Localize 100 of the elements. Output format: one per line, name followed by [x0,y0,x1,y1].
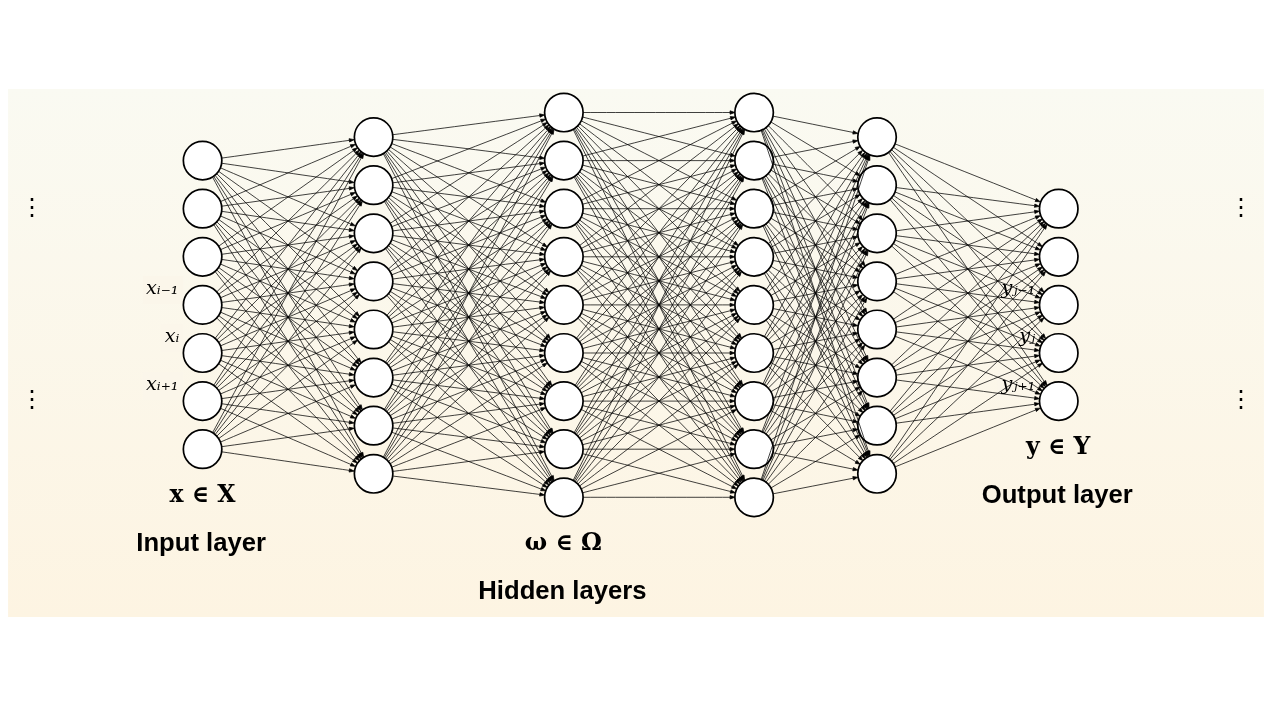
arrow [579,267,739,391]
arrow [891,245,1045,389]
arrow [773,283,859,302]
arrow [895,306,1040,328]
arrow [221,282,355,303]
arrow [582,116,736,157]
arrow [577,269,741,437]
arrow [221,186,355,207]
arrow [221,355,355,377]
arrow [770,314,861,369]
arrow [773,331,859,350]
arrow [773,139,859,158]
arrow [391,311,547,372]
arrow [391,191,547,251]
arrow [220,336,356,395]
arrow [386,295,551,484]
arrow [386,247,551,436]
node-circle [182,140,223,181]
arrow [218,315,358,416]
arrow [218,363,358,464]
arrow [391,359,547,420]
arrow [391,166,547,228]
arrow [220,240,356,299]
arrow [392,161,545,184]
arrow [392,235,545,256]
arrow [392,305,545,328]
arrow [582,495,736,500]
arrow [221,451,355,473]
arrow [893,146,1043,247]
arrow [579,123,739,246]
arrow [580,361,737,442]
arrow [888,152,1048,386]
arrow [391,214,547,276]
arrow [392,209,545,232]
arrow [577,317,741,485]
arrow [391,383,547,444]
arrow [895,209,1040,232]
arrow [773,260,859,279]
node-circle [182,332,223,374]
node-label: yⱼ [1019,323,1036,347]
arrow [392,139,545,160]
arrow [390,194,548,296]
arrow [392,187,545,208]
arrow [391,335,547,395]
arrow [220,311,356,371]
arrow [891,221,1045,366]
arrow [216,246,360,389]
arrow [221,307,355,329]
arrow [895,402,1040,424]
arrow [388,341,550,486]
arrow [768,269,864,365]
arrow [580,312,737,394]
arrow [220,288,356,347]
arrow [391,118,547,179]
arrow [765,271,866,411]
arrow [221,210,355,232]
arrow [392,379,545,401]
arrow [221,259,355,281]
arrow [214,247,362,435]
arrow [773,452,859,472]
arrow [770,265,861,321]
arrow [579,315,739,439]
label: ⋮ [19,385,44,414]
arrow [765,296,866,435]
arrow [770,362,861,417]
arrow [220,167,356,227]
arrow [220,192,356,251]
arrow [392,113,545,136]
arrow [221,162,355,184]
arrow [221,234,355,255]
arrow [579,219,739,343]
arrow [216,149,360,293]
arrow [894,191,1041,251]
arrow [218,291,358,391]
arrow [580,168,737,249]
arrow [391,287,547,347]
arrow [891,197,1045,341]
arrow [214,199,362,387]
arrow [773,308,859,327]
node-label: xᵢ₋₁ [145,275,179,299]
arrow [390,218,548,320]
arrow [390,122,548,224]
arrow [388,220,550,366]
arrow [216,221,360,365]
arrow [582,158,736,163]
arrow [388,245,550,390]
arrow [895,187,1040,208]
arrow [221,330,355,351]
arrow [894,215,1041,275]
arrow [388,172,550,318]
arrow [390,170,548,272]
arrow [390,339,548,440]
arrow [390,266,548,368]
arrow [580,120,737,201]
arrow [895,331,1040,353]
arrow [888,224,1048,459]
arrow [386,199,551,388]
arrow [392,283,545,305]
arrow [889,222,1047,412]
arrow [765,319,866,460]
